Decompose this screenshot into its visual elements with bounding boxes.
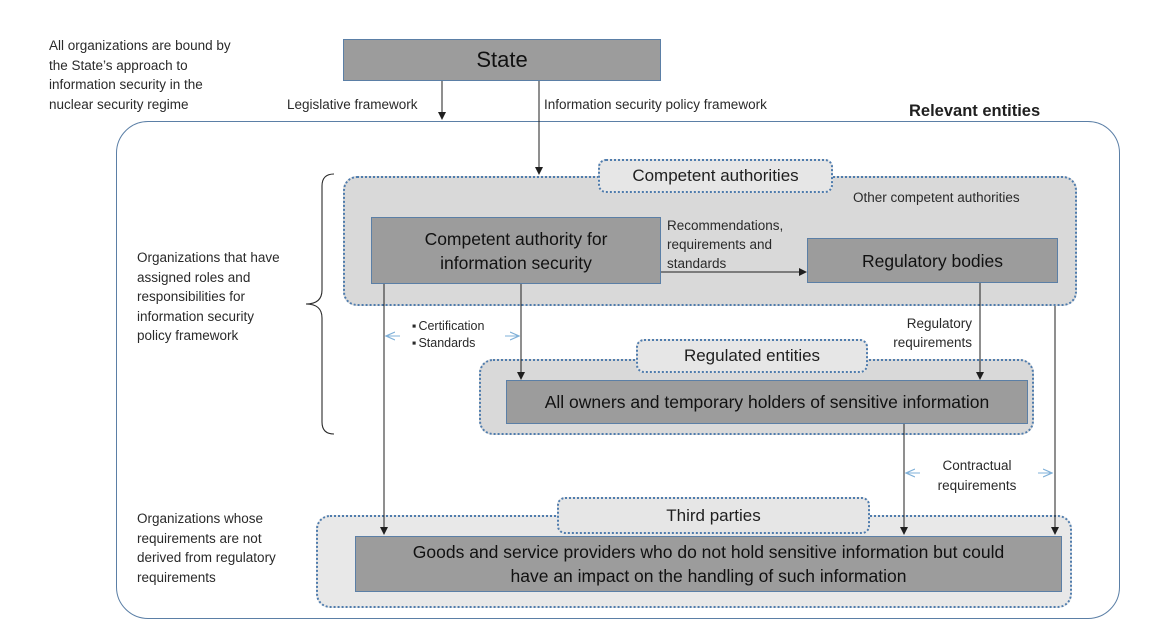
relevant-entities-frame <box>116 121 1120 619</box>
note-line: assigned roles and <box>137 269 251 285</box>
regulatory-requirements-line: Regulatory <box>906 316 972 331</box>
note-line: All organizations are bound by <box>49 38 231 53</box>
regulated-entities-tag: Regulated entities <box>636 339 868 373</box>
providers-line: Goods and service providers who do not h… <box>412 542 1005 562</box>
sensitive-info-holders-label: All owners and temporary holders of sens… <box>544 392 990 412</box>
note-line: information security <box>137 308 255 324</box>
note-line: requirements <box>137 569 216 585</box>
state-label: State <box>476 47 528 72</box>
ca-box-line: Competent authority for <box>424 228 608 249</box>
note-non-regulatory: Organizations whose requirements are not… <box>137 509 276 587</box>
note-line: the State’s approach to <box>49 57 188 73</box>
recommendations-line: Recommendations, <box>667 218 784 233</box>
legislative-framework-label: Legislative framework <box>287 97 418 112</box>
third-party-providers-box: Goods and service providers who do not h… <box>355 536 1062 592</box>
recommendations-label: Recommendations, requirements and standa… <box>667 216 783 273</box>
regulatory-bodies-label: Regulatory bodies <box>861 250 1004 271</box>
certification-standards-list: Certification Standards <box>412 318 484 352</box>
sensitive-info-holders-box: All owners and temporary holders of sens… <box>506 380 1028 424</box>
note-line: derived from regulatory <box>137 550 276 565</box>
note-line: requirements are not <box>137 530 262 546</box>
note-line: policy framework <box>137 328 239 343</box>
regulatory-bodies-box: Regulatory bodies <box>807 238 1058 283</box>
regulatory-requirements-line: requirements <box>893 335 972 350</box>
contractual-requirements-line: Contractual <box>942 458 1012 473</box>
note-assigned-roles: Organizations that have assigned roles a… <box>137 248 280 346</box>
note-line: responsibilities for <box>137 289 246 304</box>
state-box: State <box>343 39 661 81</box>
providers-line: have an impact on the handling of such i… <box>510 566 907 586</box>
competent-authority-box: Competent authority for information secu… <box>371 217 661 284</box>
note-line: information security in the <box>49 77 203 92</box>
contractual-requirements-line: requirements <box>937 478 1017 493</box>
policy-framework-label: Information security policy framework <box>544 97 767 112</box>
contractual-requirements-label: Contractual requirements <box>931 456 1023 496</box>
other-competent-authorities-label: Other competent authorities <box>853 190 1020 205</box>
certification-item: Certification <box>412 318 484 335</box>
competent-authorities-tag: Competent authorities <box>598 159 833 193</box>
recommendations-line: requirements and <box>667 237 773 252</box>
relevant-entities-title: Relevant entities <box>909 102 1041 120</box>
note-line: Organizations whose <box>137 511 264 526</box>
third-parties-tag: Third parties <box>557 497 870 534</box>
ca-box-line: information security <box>440 252 592 273</box>
note-line: nuclear security regime <box>49 96 189 112</box>
recommendations-line: standards <box>667 256 727 271</box>
curly-brace <box>305 173 335 435</box>
standards-item: Standards <box>412 335 484 352</box>
note-line: Organizations that have <box>137 250 280 265</box>
note-state-approach: All organizations are bound by the State… <box>49 36 231 114</box>
regulatory-requirements-label: Regulatory requirements <box>882 314 972 352</box>
